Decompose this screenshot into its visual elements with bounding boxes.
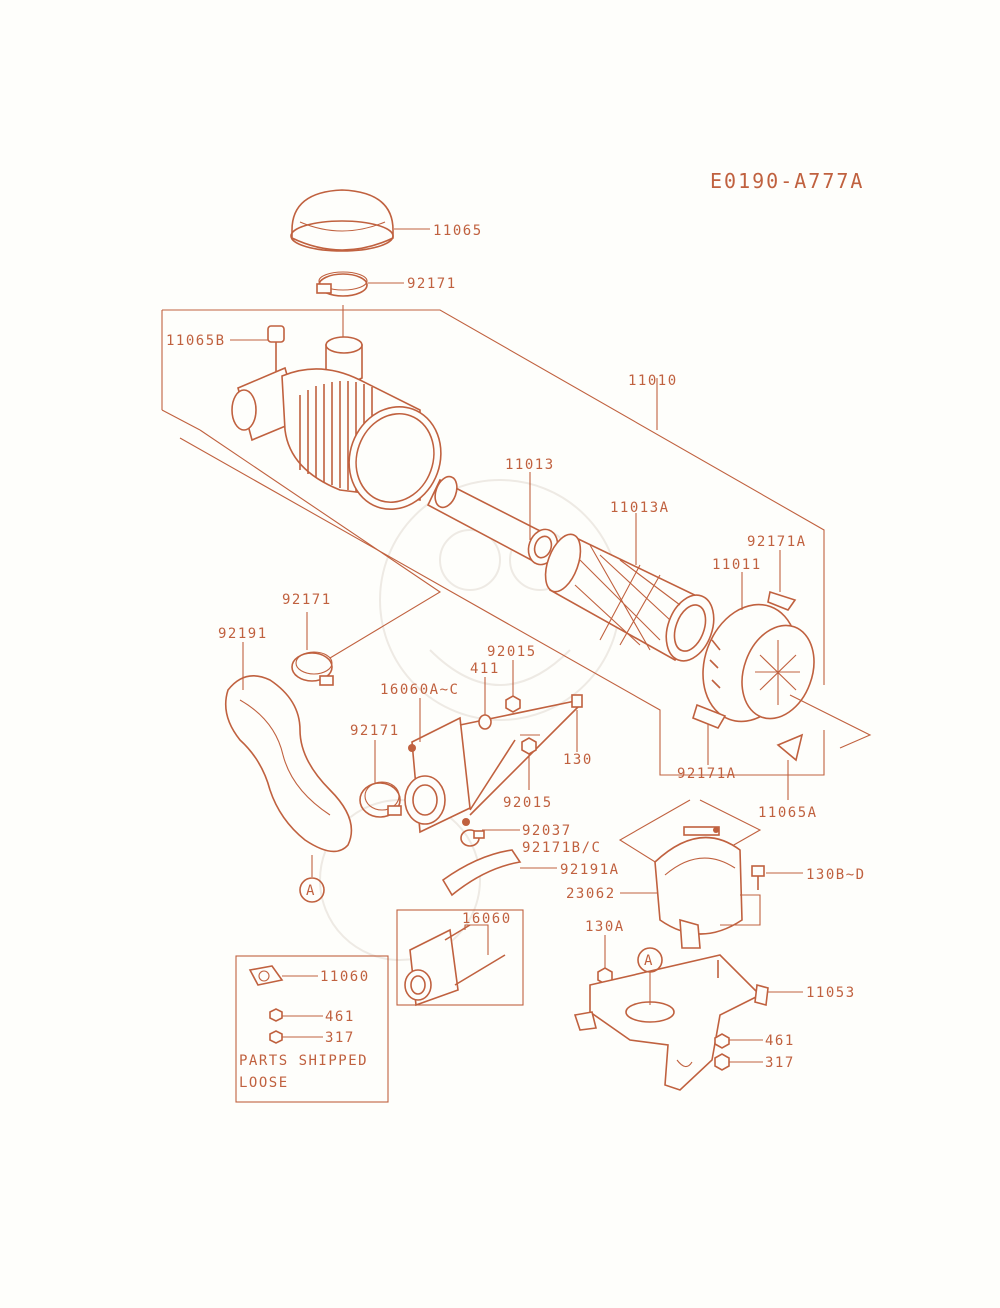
- callout-a-left: A: [299, 877, 325, 903]
- label-317-left: 317: [325, 1030, 355, 1046]
- label-317-right: 317: [765, 1055, 795, 1071]
- assembly-frame-11010: [161, 305, 825, 776]
- intake-hose-92191: [224, 674, 353, 853]
- hose-clamp-92171-mid: [359, 781, 402, 818]
- nut-317-right: [714, 1053, 730, 1071]
- label-92015-top: 92015: [487, 644, 537, 660]
- label-92171A-bottom: 92171A: [677, 766, 737, 782]
- dust-valve-11065A: [776, 733, 804, 762]
- mounting-band-23062: [654, 826, 743, 949]
- label-461-right: 461: [765, 1033, 795, 1049]
- label-92191: 92191: [218, 626, 268, 642]
- label-130A: 130A: [585, 919, 625, 935]
- svg-text:A: A: [644, 953, 654, 969]
- label-130: 130: [563, 752, 593, 768]
- label-11013A: 11013A: [610, 500, 670, 516]
- stud-bolt-130: [459, 694, 583, 816]
- washer-411: [478, 714, 492, 730]
- air-cleaner-housing: [231, 336, 442, 511]
- label-92015-bottom: 92015: [503, 795, 553, 811]
- nut-92015-bottom: [521, 737, 537, 755]
- label-16060A-C: 16060A~C: [380, 682, 459, 698]
- label-16060: 16060: [462, 911, 512, 927]
- label-11065A: 11065A: [758, 805, 818, 821]
- label-92171-left: 92171: [282, 592, 332, 608]
- clip-92171A-bottom: [692, 703, 727, 729]
- loose-note-line2: LOOSE: [239, 1075, 289, 1091]
- washer-461-right: [714, 1033, 730, 1049]
- label-23062: 23062: [566, 886, 616, 902]
- precleaner-cap-11065: [290, 189, 394, 252]
- label-130B-D: 130B~D: [806, 867, 866, 883]
- bolt-130B-D: [751, 865, 765, 890]
- loose-note-line1: PARTS SHIPPED: [239, 1053, 368, 1069]
- label-11065: 11065: [433, 223, 483, 239]
- nut-92015-top: [505, 695, 521, 713]
- label-92191A: 92191A: [560, 862, 620, 878]
- label-92171-mid: 92171: [350, 723, 400, 739]
- hose-clamp-92171-top: [316, 271, 368, 297]
- intake-adaptor-16060A-C: [404, 716, 471, 834]
- label-11053: 11053: [806, 985, 856, 1001]
- label-92171A-top: 92171A: [747, 534, 807, 550]
- diagram-code: E0190-A777A: [710, 169, 864, 193]
- label-411: 411: [470, 661, 500, 677]
- svg-text:A: A: [306, 883, 316, 899]
- label-92171B-C: 92171B/C: [522, 840, 601, 856]
- breather-hose-92191A: [441, 849, 522, 897]
- clip-92171A-top: [767, 590, 797, 611]
- label-461-left: 461: [325, 1009, 355, 1025]
- label-11011: 11011: [712, 557, 762, 573]
- label-92171-top: 92171: [407, 276, 457, 292]
- label-92037: 92037: [522, 823, 572, 839]
- loose-parts-box: [235, 955, 389, 1103]
- hose-clamp-92171-left: [291, 651, 334, 686]
- label-11013: 11013: [505, 457, 555, 473]
- outer-element-11013A: [544, 533, 715, 662]
- adaptor-kit-box-16060: [396, 909, 524, 1007]
- label-11060: 11060: [320, 969, 370, 985]
- label-11010: 11010: [628, 373, 678, 389]
- clamp-92037: [460, 829, 485, 847]
- callout-a-right: A: [637, 947, 663, 973]
- plug-11065B: [267, 325, 285, 372]
- label-11065B: 11065B: [166, 333, 226, 349]
- end-cover-11011: [702, 603, 815, 723]
